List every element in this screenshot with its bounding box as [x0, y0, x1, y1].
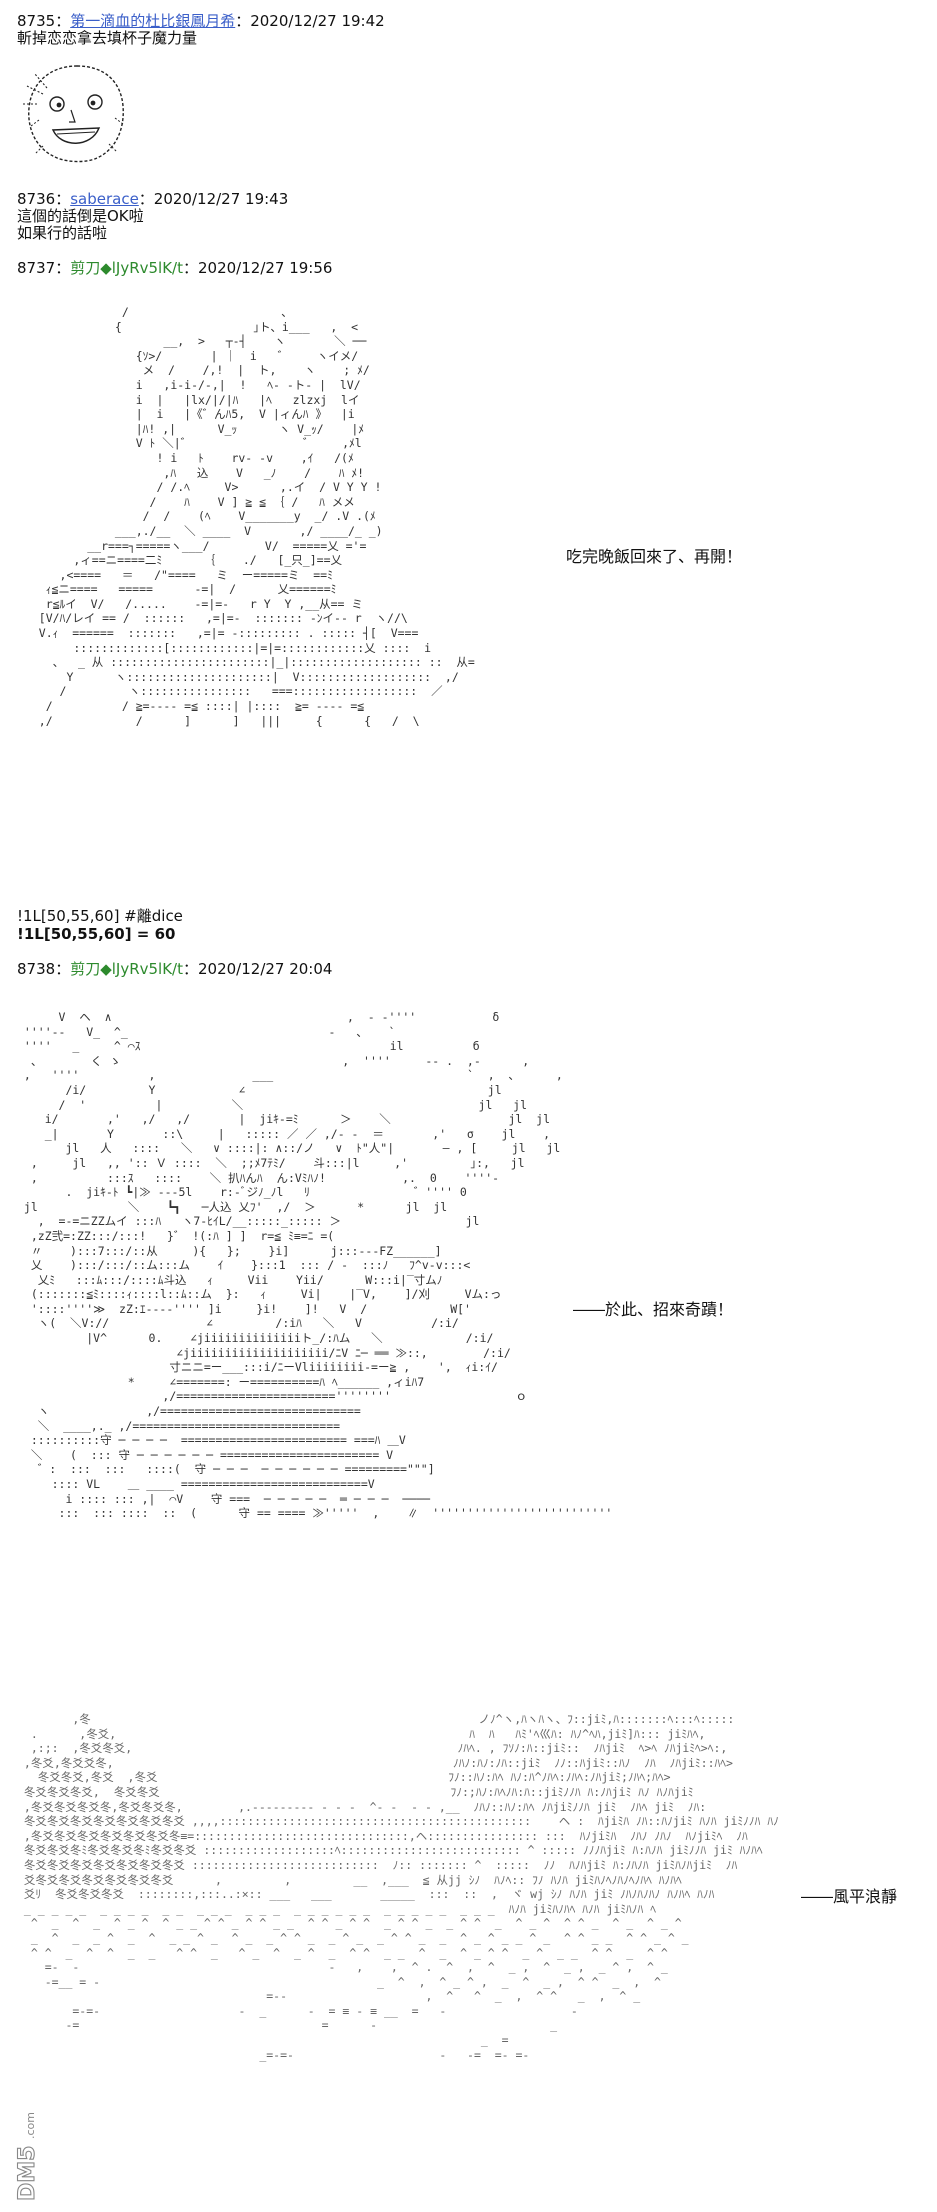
- ascii-art-character-seated: / 、 { ｣ト、i___ , < __, > ┬‐┤ ヽ ＼ ── {ｿ>/ …: [38, 305, 475, 728]
- post-separator: ：: [55, 960, 71, 978]
- poster-name-link[interactable]: saberace: [70, 190, 139, 208]
- laughing-face-icon: [21, 65, 124, 163]
- speech-8737: 吃完晚飯回來了、再開！: [566, 547, 743, 566]
- ascii-art-miracle-summon: V ヘ ∧ , - ‐'''' δ ''''‐- V_ ^_ - 、 ` '''…: [23, 1010, 613, 1521]
- dm5-watermark-logo: DM5 .com: [14, 2112, 40, 2202]
- poster-name-link[interactable]: 第一滴血的杜比銀鳳月希: [70, 12, 236, 30]
- poster-name-trip[interactable]: 剪刀◆lJyRv5lK/t: [70, 960, 183, 978]
- post-separator: ：: [55, 259, 71, 277]
- post-separator: ：: [55, 190, 71, 208]
- post-number: 8737: [17, 259, 56, 277]
- post-number: 8738: [17, 960, 56, 978]
- post-number: 8736: [17, 190, 56, 208]
- dice-roll-command: !1L[50,55,60] #離dice: [17, 907, 183, 925]
- post-header-8737: 8737：剪刀◆lJyRv5lK/t：2020/12/27 19:56: [17, 259, 332, 277]
- ascii-art-calm-sea-scene: ,冬 ノﾉ^ヽ,ﾊヽﾊヽ、ﾌ::jiﾐ,ﾊ:::::::ﾍ:::ﾍ::::: .…: [23, 1712, 779, 2062]
- post-header-8738: 8738：剪刀◆lJyRv5lK/t：2020/12/27 20:04: [17, 960, 332, 978]
- post-number: 8735: [17, 12, 56, 30]
- poster-name-trip[interactable]: 剪刀◆lJyRv5lK/t: [70, 259, 183, 277]
- post-datetime: ：2020/12/27 19:42: [235, 12, 385, 30]
- post-separator: ：: [55, 12, 71, 30]
- post-header-8736: 8736：saberace：2020/12/27 19:43: [17, 190, 288, 208]
- post-datetime: ：2020/12/27 19:56: [183, 259, 333, 277]
- post-datetime: ：2020/12/27 20:04: [183, 960, 333, 978]
- svg-text:.com: .com: [24, 2112, 37, 2139]
- post-body-8736: 這個的話倒是OK啦 如果行的話啦: [17, 207, 144, 242]
- post-body-8735: 斬掉恋恋拿去填杯子魔力量: [17, 29, 198, 47]
- svg-text:DM5: DM5: [15, 2146, 40, 2201]
- post-datetime: ：2020/12/27 19:43: [138, 190, 289, 208]
- speech-8738: ――於此、招來奇蹟！: [573, 1300, 734, 1319]
- dice-roll-result: !1L[50,55,60] = 60: [17, 925, 176, 943]
- post-header-8735: 8735：第一滴血的杜比銀鳳月希：2020/12/27 19:42: [17, 12, 385, 30]
- speech-scene: ――風平浪靜: [801, 1887, 898, 1906]
